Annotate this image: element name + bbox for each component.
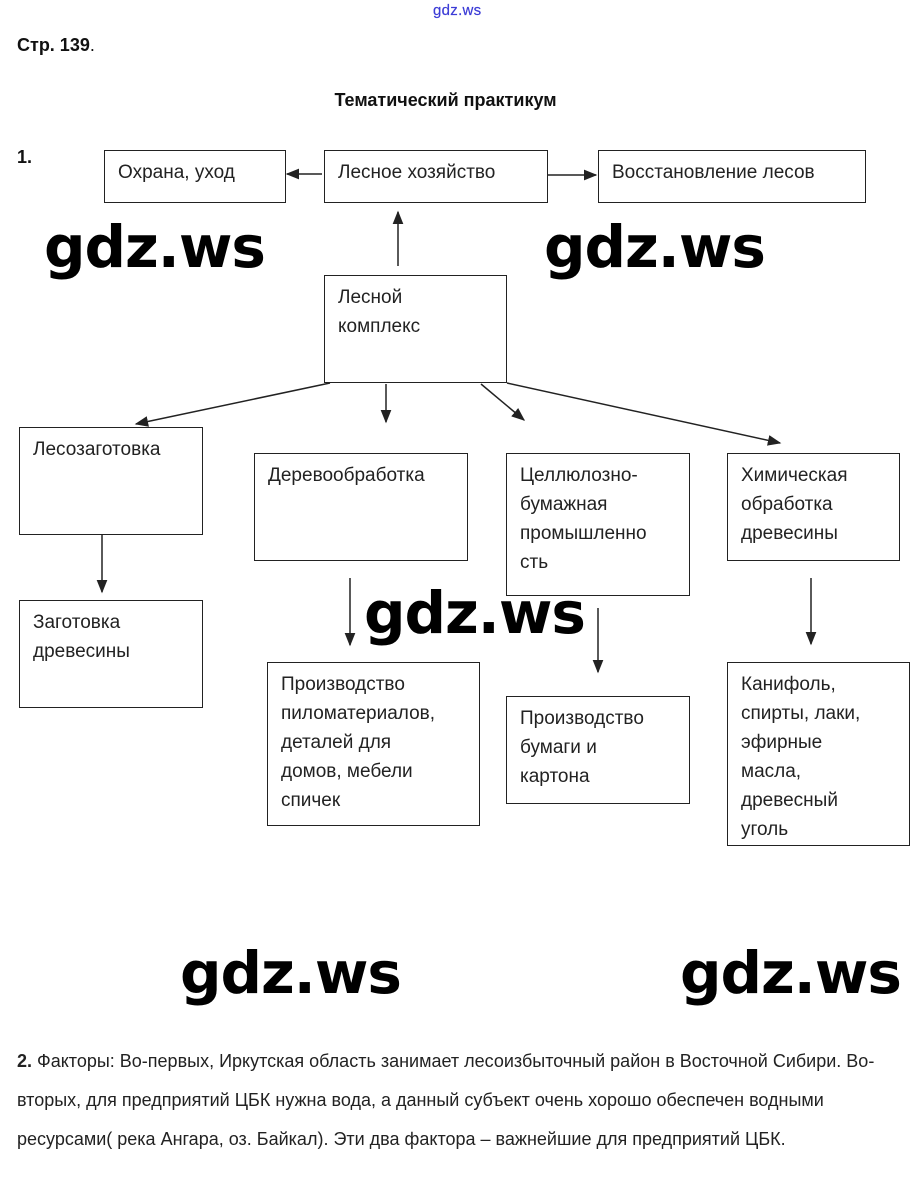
box-text-line: Лесное хозяйство — [338, 162, 496, 183]
watermark: gdz.ws — [680, 939, 902, 1007]
page-reference-dot: . — [89, 35, 95, 55]
box-forestry: Лесное хозяйство — [324, 150, 548, 203]
box-text-line: Лесной — [338, 287, 403, 308]
watermark: gdz.ws — [180, 939, 402, 1007]
box-text-line: Целлюлозно- — [520, 465, 638, 486]
box-chemical-products: Канифоль, спирты, лаки, эфирные масла, древе… — [727, 662, 910, 846]
box-text-line: Химическая — [741, 465, 848, 486]
box-text-line: древесины — [741, 523, 838, 544]
arrow-complex-to-chemical — [506, 382, 782, 446]
box-pulp-paper: Целлюлозно-бумажная промышленно сть — [506, 453, 690, 596]
box-text-line: Охрана, уход — [118, 162, 235, 183]
box-text-line: Производство — [520, 708, 644, 729]
box-text-line: древесины — [33, 641, 130, 662]
box-text-line: комплекс — [338, 316, 421, 337]
box-restoration: Восстановление лесов — [598, 150, 866, 203]
box-text-line: Деревообработка — [268, 465, 425, 486]
box-text-line: древесный — [741, 790, 838, 811]
watermark: gdz.ws — [44, 213, 266, 281]
page-reference-text: Стр. 139 — [17, 35, 90, 55]
box-text-line: обработка — [741, 494, 833, 515]
box-paper-production: Производство бумаги и картона — [506, 696, 690, 804]
box-forest-complex: Лесной комплекс — [324, 275, 507, 383]
box-text-line: эфирные — [741, 732, 823, 753]
page-reference: Стр. 139. — [17, 35, 95, 56]
box-text-line: Лесозаготовка — [33, 439, 161, 460]
box-text-line: масла, — [741, 761, 802, 782]
box-text-line: пиломатериалов, — [281, 703, 436, 724]
box-chemical-processing: Химическая обработка древесины — [727, 453, 900, 561]
task-2-answer: 2. Факторы: Во-первых, Иркутская область… — [17, 1042, 907, 1159]
box-text-line: Производство — [281, 674, 405, 695]
box-text-line: спирты, лаки, — [741, 703, 861, 724]
box-text-line: Канифоль, — [741, 674, 836, 695]
box-text-line: домов, мебели — [281, 761, 413, 782]
box-logging: Лесозаготовка — [19, 427, 203, 535]
box-text-line: картона — [520, 766, 590, 787]
task-1-number: 1. — [17, 147, 33, 167]
box-text-line: бумаги и — [520, 737, 597, 758]
task-2-number: 2. — [17, 1051, 33, 1071]
box-text-line: деталей для — [281, 732, 392, 753]
box-woodworking: Деревообработка — [254, 453, 468, 561]
arrow-complex-to-logging — [134, 382, 331, 427]
watermark: gdz.ws — [544, 213, 766, 281]
task-2-text: Факторы: Во-первых, Иркутская область за… — [17, 1051, 875, 1149]
box-text-line: промышленно — [520, 523, 647, 544]
box-protection: Охрана, уход — [104, 150, 286, 203]
arrow-complex-to-pulp-paper — [480, 383, 526, 421]
box-text-line: бумажная — [520, 494, 608, 515]
site-link[interactable]: gdz.ws — [433, 2, 482, 19]
box-timber-harvest: Заготовка древесины — [19, 600, 203, 708]
box-text-line: спичек — [281, 790, 341, 811]
box-text-line: уголь — [741, 819, 789, 840]
box-text-line: Восстановление лесов — [612, 162, 815, 183]
box-lumber-production: Производство пиломатериалов, деталей для до… — [267, 662, 480, 826]
page-title: Тематический практикум — [334, 90, 557, 110]
box-text-line: сть — [520, 552, 549, 573]
box-text-line: Заготовка — [33, 612, 121, 633]
